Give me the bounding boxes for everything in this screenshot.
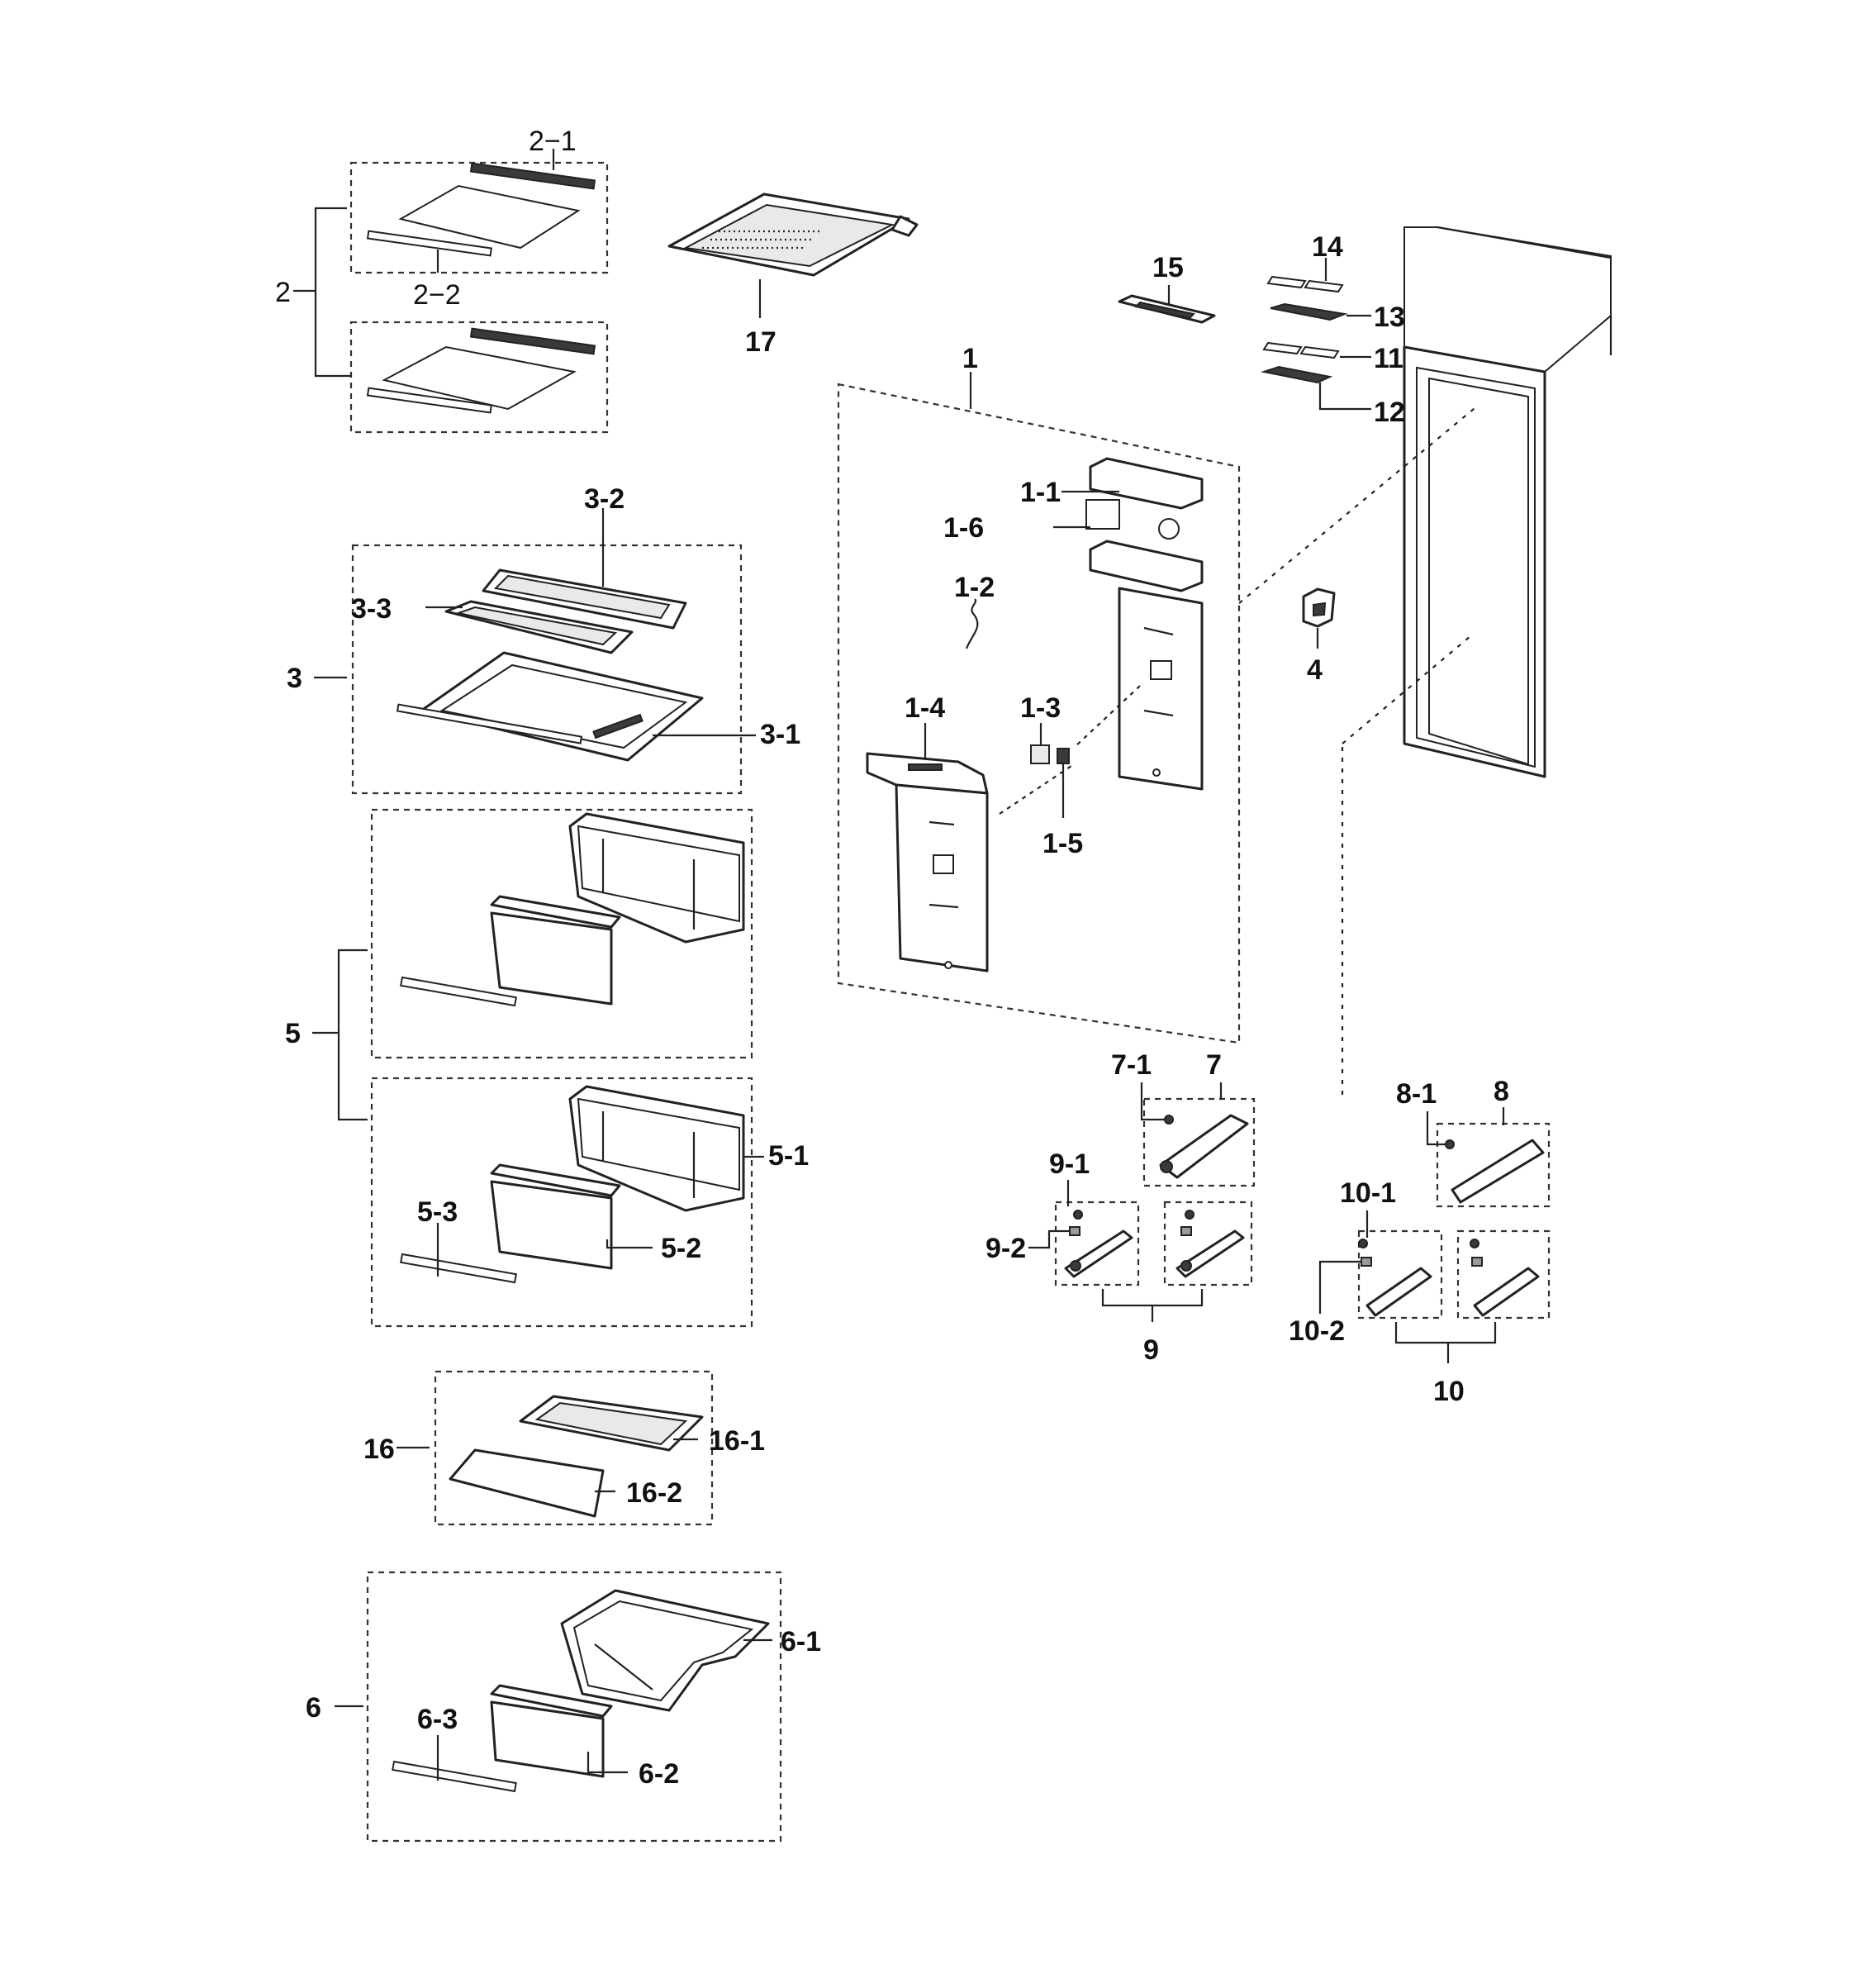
part-16-2 (449, 1448, 605, 1518)
parts-11-15 (1118, 258, 1371, 411)
part-6-1-basket (560, 1589, 770, 1712)
group-8-10-hinges (1318, 1107, 1551, 1363)
drawer-upper (400, 812, 745, 1007)
part-10-right-bracket (1470, 1239, 1540, 1317)
label-6-3: 6-3 (417, 1704, 458, 1735)
label-3: 3 (287, 663, 302, 694)
label-9: 9 (1143, 1334, 1159, 1366)
part-9-left-bracket (1064, 1210, 1133, 1278)
part-12 (1261, 365, 1333, 384)
label-2-1: 2−1 (529, 126, 577, 157)
label-5-1: 5-1 (768, 1140, 809, 1172)
label-2-2: 2−2 (413, 279, 461, 311)
part-6-3-strip (392, 1760, 517, 1793)
drawer-lower (400, 1085, 745, 1284)
label-1: 1 (962, 343, 978, 374)
label-1-5: 1-5 (1042, 828, 1083, 859)
rear-cover-plate (1118, 587, 1204, 791)
label-11: 11 (1374, 343, 1403, 374)
label-1-1: 1-1 (1020, 477, 1061, 508)
part-4-damper (1302, 587, 1336, 649)
part-14-left (1266, 275, 1307, 289)
label-6-1: 6-1 (781, 1626, 821, 1657)
label-6-2: 6-2 (639, 1758, 679, 1790)
part-11-left (1262, 341, 1303, 355)
group-2-glass-shelves (293, 149, 609, 434)
part-1-1-housing (1085, 457, 1204, 592)
part-13 (1270, 302, 1348, 321)
group-6-freezer-drawer (335, 1571, 782, 1843)
label-6: 6 (306, 1692, 321, 1724)
label-7: 7 (1206, 1049, 1222, 1081)
label-9-1: 9-1 (1049, 1148, 1090, 1180)
label-5: 5 (285, 1018, 301, 1049)
part-7 (1159, 1114, 1249, 1179)
part-8 (1451, 1139, 1545, 1204)
part-1-5-sensor (1057, 748, 1070, 764)
label-13: 13 (1374, 302, 1405, 333)
part-17-shelf (667, 193, 919, 318)
group-16-tray (397, 1370, 714, 1526)
label-14: 14 (1312, 231, 1343, 263)
group-1-assembly (837, 372, 1241, 1044)
label-5-3: 5-3 (417, 1196, 458, 1228)
part-11-right (1299, 345, 1340, 359)
label-16-2: 16-2 (626, 1477, 682, 1509)
label-1-6: 1-6 (943, 512, 984, 544)
group-5-drawers (312, 808, 764, 1328)
part-6-2-front (490, 1684, 613, 1778)
label-3-1: 3-1 (760, 719, 800, 750)
part-1-3-pad (1030, 744, 1050, 764)
part-1-4-cover (866, 752, 989, 972)
label-2: 2 (275, 277, 291, 308)
part-9-right-bracket (1175, 1210, 1245, 1278)
label-3-3: 3-3 (351, 593, 392, 625)
label-1-2: 1-2 (954, 572, 995, 603)
label-16: 16 (363, 1434, 395, 1465)
refrigerator-cabinet (1238, 226, 1612, 1095)
label-10-2: 10-2 (1289, 1315, 1345, 1347)
label-8-1: 8-1 (1396, 1078, 1437, 1110)
label-3-2: 3-2 (584, 483, 625, 515)
group-3-crisper-cover (314, 508, 756, 795)
label-1-3: 1-3 (1020, 692, 1061, 724)
label-10: 10 (1433, 1376, 1465, 1407)
glass-shelf-upper (366, 162, 596, 257)
label-17: 17 (745, 326, 777, 358)
label-7-1: 7-1 (1111, 1049, 1152, 1081)
label-4: 4 (1307, 654, 1323, 686)
label-1-4: 1-4 (905, 692, 945, 724)
label-15: 15 (1152, 252, 1184, 283)
part-8-1 (1445, 1139, 1455, 1149)
label-10-1: 10-1 (1340, 1177, 1396, 1209)
label-12: 12 (1374, 397, 1405, 428)
group-7-9-hinges (1028, 1082, 1256, 1322)
glass-shelf-lower (366, 327, 596, 414)
part-7-1 (1164, 1115, 1174, 1125)
label-5-2: 5-2 (661, 1233, 701, 1264)
label-8: 8 (1494, 1076, 1509, 1107)
part-10-left-bracket (1358, 1239, 1432, 1317)
part-1-2-wire (965, 598, 979, 649)
label-16-1: 16-1 (709, 1425, 765, 1457)
label-9-2: 9-2 (985, 1233, 1026, 1264)
callout-labels: 2−1 2−2 2 17 15 14 13 11 12 1 1-1 1-6 1-… (275, 126, 1509, 1790)
part-14-right (1304, 279, 1344, 293)
